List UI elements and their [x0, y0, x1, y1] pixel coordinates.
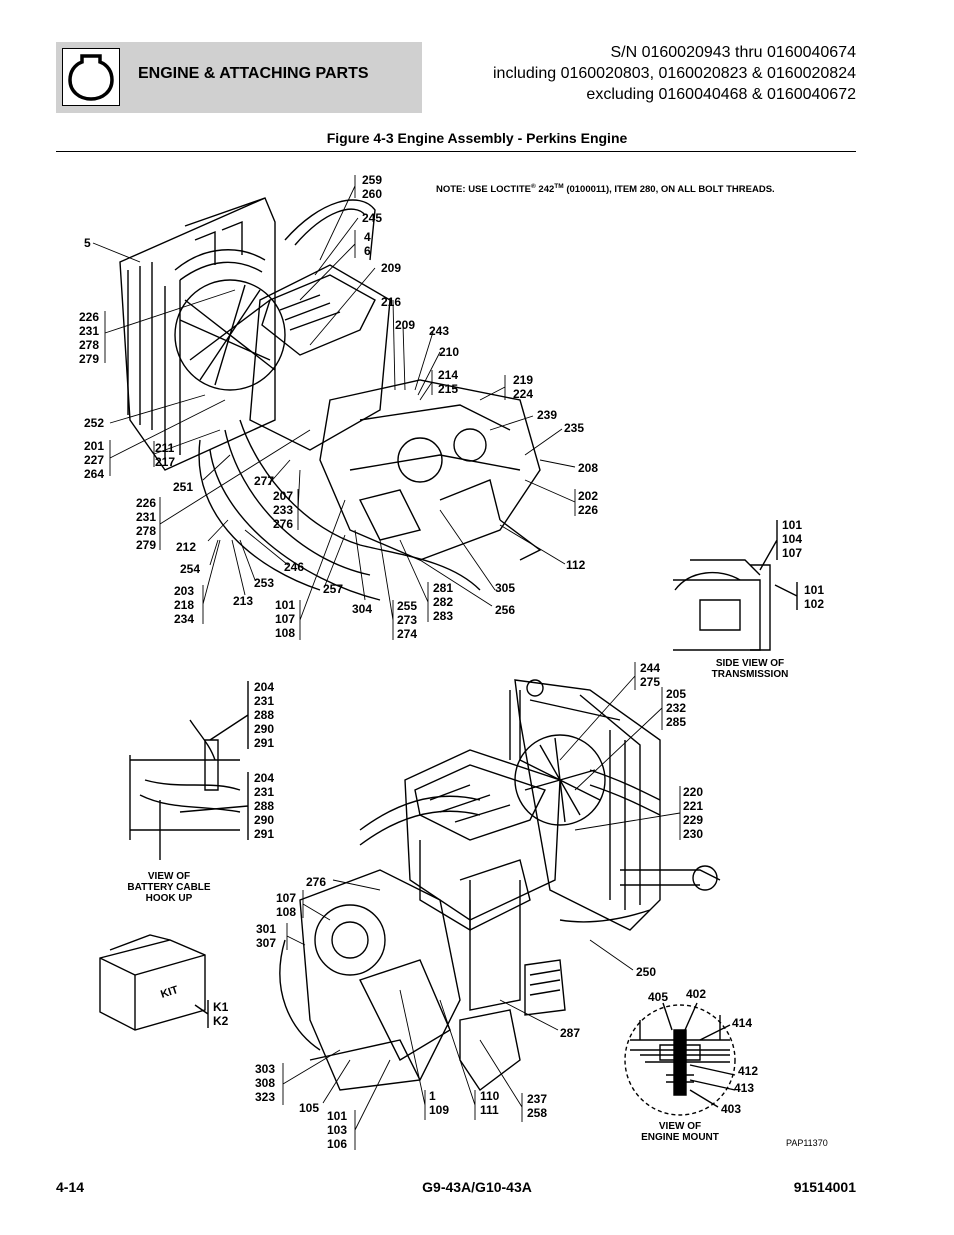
lower-radiator [514, 679, 661, 931]
lower-intake-pipes [359, 690, 721, 1016]
upper-leader-lines [92, 175, 576, 640]
doc-number: 91514001 [793, 1179, 856, 1195]
callout-214: 214 215 [438, 368, 459, 396]
callout-219: 219 224 [513, 373, 534, 401]
callout-207: 207 233 276 [273, 489, 294, 531]
callout-101d: 101 103 106 [327, 1109, 348, 1151]
serial-range: S/N 0160020943 thru 0160040674 including… [493, 42, 856, 105]
callout-101c: 101 102 [804, 583, 825, 611]
section-title: ENGINE & ATTACHING PARTS [138, 65, 369, 82]
callout-239: 239 [537, 408, 558, 422]
callout-237: 237 258 [527, 1092, 548, 1120]
upper-radiator [119, 197, 276, 471]
callout-204a: 204 231 288 290 291 [254, 680, 275, 750]
callout-251: 251 [173, 480, 194, 494]
callout-414: 414 [732, 1016, 753, 1030]
upper-transmission [319, 379, 542, 561]
image-id: PAP11370 [786, 1138, 828, 1148]
callout-413: 413 [734, 1081, 755, 1095]
battery-view-caption: VIEW OF BATTERY CABLE HOOK UP [127, 871, 211, 904]
upper-hoses [198, 419, 481, 601]
callout-K1: K1 K2 [213, 1000, 229, 1028]
callout-212: 212 [176, 540, 197, 554]
callout-281: 281 282 283 [433, 581, 454, 623]
callout-256: 256 [495, 603, 516, 617]
lower-transmission [279, 869, 521, 1092]
callout-210: 210 [439, 345, 460, 359]
upper-fan [174, 279, 286, 391]
callout-287: 287 [560, 1026, 581, 1040]
serial-line-2: including 0160020803, 0160020823 & 01600… [492, 65, 856, 82]
callout-201: 201 227 264 [84, 439, 105, 481]
callout-301: 301 307 [256, 922, 277, 950]
upper-engine-block [174, 199, 391, 451]
kit-label: KIT [159, 984, 180, 1001]
section-header: ENGINE & ATTACHING PARTS [56, 42, 422, 113]
callout-259: 259 260 [362, 173, 383, 201]
callout-1: 1 109 [429, 1089, 450, 1117]
callout-235: 235 [564, 421, 585, 435]
callout-101a: 101 107 108 [275, 598, 296, 640]
callout-209a: 209 [381, 261, 402, 275]
callout-220: 220 221 229 230 [683, 785, 704, 841]
callout-112: 112 [566, 558, 586, 572]
lower-leader-lines [282, 662, 681, 1150]
figure-title: Figure 4-3 Engine Assembly - Perkins Eng… [326, 130, 628, 146]
callout-105: 105 [299, 1101, 320, 1115]
engine-mount-caption: VIEW OF ENGINE MOUNT [641, 1121, 719, 1143]
callout-203: 203 218 234 [174, 584, 195, 626]
callout-5: 5 [84, 236, 91, 250]
callout-107: 107 108 [276, 891, 297, 919]
callout-402: 402 [686, 987, 707, 1001]
callout-276: 276 [306, 875, 327, 889]
callout-403: 403 [721, 1102, 742, 1116]
callout-205: 205 232 285 [666, 687, 687, 729]
callout-277: 277 [254, 474, 275, 488]
callout-254: 254 [180, 562, 201, 576]
callout-202: 202 226 [578, 489, 599, 517]
callout-243: 243 [429, 324, 450, 338]
model-name: G9-43A/G10-43A [422, 1179, 532, 1195]
callout-250: 250 [636, 965, 657, 979]
side-view-transmission [673, 520, 798, 651]
callout-226b: 226 231 278 279 [136, 496, 157, 552]
callout-252: 252 [84, 416, 105, 430]
callout-208: 208 [578, 461, 599, 475]
engine-icon [62, 48, 120, 106]
header-rule [56, 151, 856, 152]
callout-211: 211 217 [155, 441, 176, 469]
callout-257: 257 [323, 582, 344, 596]
callout-226a: 226 231 278 279 [79, 310, 100, 366]
serial-line-3: excluding 0160040468 & 0160040672 [586, 86, 856, 103]
kit-box [99, 934, 209, 1031]
callout-405: 405 [648, 990, 669, 1004]
serial-line-1: S/N 0160020943 thru 0160040674 [610, 44, 856, 61]
callout-304: 304 [352, 602, 373, 616]
lower-engine-block [404, 749, 561, 1011]
page-number: 4-14 [56, 1179, 85, 1195]
callout-204b: 204 231 288 290 291 [254, 771, 275, 841]
engine-mount-view [624, 1002, 736, 1116]
callout-246: 246 [284, 560, 305, 574]
callout-305: 305 [495, 581, 516, 595]
callout-303: 303 308 323 [255, 1062, 276, 1104]
callout-4: 4 6 [364, 230, 371, 258]
callout-209b: 209 [395, 318, 416, 332]
battery-cable-view [129, 681, 249, 860]
callout-101b: 101 104 107 [782, 518, 803, 560]
callout-253: 253 [254, 576, 275, 590]
callout-245: 245 [362, 211, 383, 225]
side-view-caption: SIDE VIEW OF TRANSMISSION [711, 658, 789, 680]
callout-216: 216 [381, 295, 402, 309]
callout-110: 110 111 [480, 1089, 500, 1117]
callout-255: 255 273 274 [397, 599, 418, 641]
loctite-note: NOTE: USE LOCTITE® 242TM (0100011), ITEM… [436, 183, 775, 196]
callout-213: 213 [233, 594, 254, 608]
callout-244: 244 275 [640, 661, 661, 689]
callout-412: 412 [738, 1064, 759, 1078]
